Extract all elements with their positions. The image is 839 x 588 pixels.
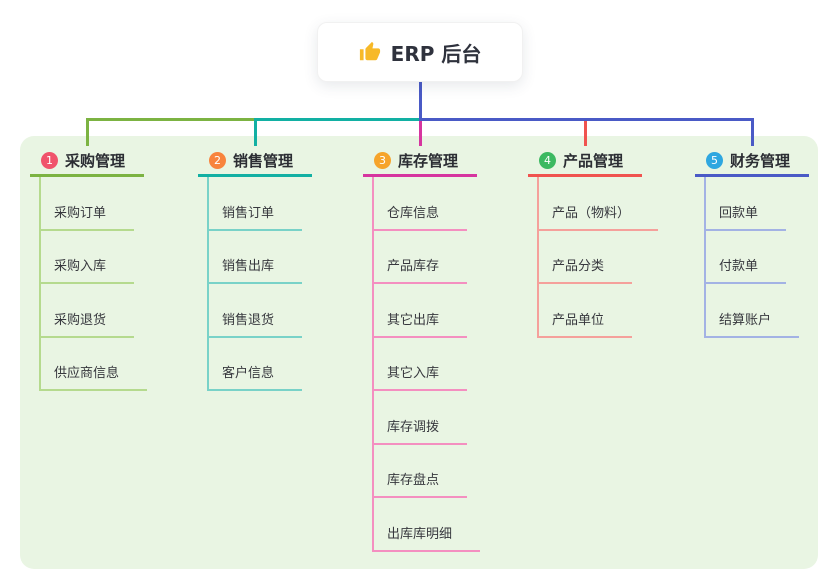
child-node[interactable]: 产品库存 bbox=[372, 231, 468, 284]
connector-horizontal-indigo bbox=[419, 118, 754, 121]
child-node[interactable]: 回款单 bbox=[704, 177, 787, 231]
branch-node-3[interactable]: 3 库存管理 bbox=[363, 147, 477, 173]
child-node[interactable]: 结算账户 bbox=[704, 284, 800, 338]
child-node[interactable]: 仓库信息 bbox=[372, 177, 468, 231]
child-node[interactable]: 其它入库 bbox=[372, 338, 468, 391]
child-node[interactable]: 客户信息 bbox=[207, 338, 303, 391]
connector-stub-branch-1 bbox=[86, 118, 89, 146]
branch-3-label: 库存管理 bbox=[398, 151, 459, 170]
branch-4-spine bbox=[537, 177, 539, 338]
branch-2-number-badge: 2 bbox=[209, 151, 226, 169]
child-node[interactable]: 出库库明细 bbox=[372, 498, 481, 552]
branch-3-underline bbox=[363, 174, 477, 177]
connector-horizontal-teal bbox=[254, 118, 422, 121]
branch-1-children: 采购订单采购入库采购退货供应商信息 bbox=[39, 177, 148, 391]
branch-5-label: 财务管理 bbox=[730, 151, 791, 170]
branch-2-underline bbox=[198, 174, 312, 177]
branch-4-label: 产品管理 bbox=[563, 151, 624, 170]
child-node[interactable]: 销售订单 bbox=[207, 177, 303, 231]
branch-4-children: 产品（物料）产品分类产品单位 bbox=[537, 177, 659, 338]
branch-4-number-badge: 4 bbox=[539, 151, 556, 169]
branch-3-number-badge: 3 bbox=[374, 151, 391, 169]
child-node[interactable]: 其它出库 bbox=[372, 284, 468, 338]
connector-horizontal-green bbox=[86, 118, 257, 121]
child-node[interactable]: 产品（物料） bbox=[537, 177, 659, 231]
connector-stub-branch-4 bbox=[584, 118, 587, 146]
child-node[interactable]: 采购退货 bbox=[39, 284, 135, 338]
child-node[interactable]: 产品分类 bbox=[537, 231, 633, 284]
branch-5-underline bbox=[695, 174, 809, 177]
branch-3-children: 仓库信息产品库存其它出库其它入库库存调拨库存盘点出库库明细 bbox=[372, 177, 481, 552]
branch-3-spine bbox=[372, 177, 374, 552]
branch-5-number-badge: 5 bbox=[706, 151, 723, 169]
thumbs-up-icon bbox=[359, 41, 381, 63]
root-title: ERP 后台 bbox=[390, 41, 482, 66]
branch-node-5[interactable]: 5 财务管理 bbox=[695, 147, 809, 173]
child-node[interactable]: 库存调拨 bbox=[372, 391, 468, 445]
branch-node-2[interactable]: 2 销售管理 bbox=[198, 147, 312, 173]
child-node[interactable]: 付款单 bbox=[704, 231, 787, 284]
root-node-erp[interactable]: ERP 后台 bbox=[317, 22, 523, 82]
connector-stub-branch-5 bbox=[751, 118, 754, 146]
child-node[interactable]: 采购入库 bbox=[39, 231, 135, 284]
branch-2-spine bbox=[207, 177, 209, 391]
branch-1-underline bbox=[30, 174, 144, 177]
child-node[interactable]: 产品单位 bbox=[537, 284, 633, 338]
child-node[interactable]: 供应商信息 bbox=[39, 338, 148, 391]
branch-4-underline bbox=[528, 174, 642, 177]
child-node[interactable]: 库存盘点 bbox=[372, 445, 468, 498]
connector-root-vertical bbox=[419, 82, 422, 121]
child-node[interactable]: 采购订单 bbox=[39, 177, 135, 231]
child-node[interactable]: 销售退货 bbox=[207, 284, 303, 338]
child-node[interactable]: 销售出库 bbox=[207, 231, 303, 284]
branch-node-4[interactable]: 4 产品管理 bbox=[528, 147, 642, 173]
branch-5-children: 回款单付款单结算账户 bbox=[704, 177, 800, 338]
branch-1-spine bbox=[39, 177, 41, 391]
branch-1-label: 采购管理 bbox=[65, 151, 126, 170]
branch-1-number-badge: 1 bbox=[41, 151, 58, 169]
branch-node-1[interactable]: 1 采购管理 bbox=[30, 147, 144, 173]
connector-stub-branch-2 bbox=[254, 118, 257, 146]
connector-stub-branch-3 bbox=[419, 118, 422, 146]
branch-2-label: 销售管理 bbox=[233, 151, 294, 170]
branch-5-spine bbox=[704, 177, 706, 338]
branch-2-children: 销售订单销售出库销售退货客户信息 bbox=[207, 177, 303, 391]
